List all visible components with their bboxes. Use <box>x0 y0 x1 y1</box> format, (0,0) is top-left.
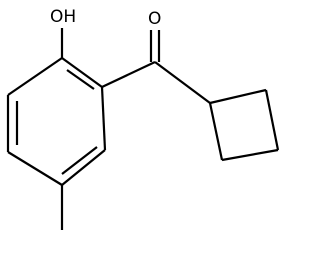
ring-bond-c4-c5 <box>7 151 63 186</box>
ring-bond-c2-c3 <box>100 86 107 151</box>
ring-bond-c3-c4 <box>61 149 106 186</box>
cyclobutane-bond-1 <box>209 88 267 105</box>
ring-bond-c1-c2 <box>61 57 103 88</box>
cyclobutane-bond-3 <box>221 148 279 162</box>
ring-to-carbonyl-bond <box>101 61 156 88</box>
hydroxyl-label: OH <box>50 7 76 27</box>
structure-canvas: OH O <box>6 7 280 230</box>
ring-bond-c6-c1 <box>7 57 63 96</box>
ring-inner-double-bond-1 <box>66 69 95 90</box>
cyclobutane-bond-2 <box>264 89 280 151</box>
carbonyl-oxygen-label: O <box>148 9 161 29</box>
cyclobutane-bond-4 <box>208 102 224 161</box>
molecule-drawing: OH O <box>6 7 280 230</box>
carbonyl-to-cyclobutyl-bond <box>154 61 211 104</box>
ring-inner-double-bond-2 <box>61 146 98 175</box>
aromatic-ring <box>6 57 107 186</box>
cyclobutane-ring <box>208 88 280 162</box>
